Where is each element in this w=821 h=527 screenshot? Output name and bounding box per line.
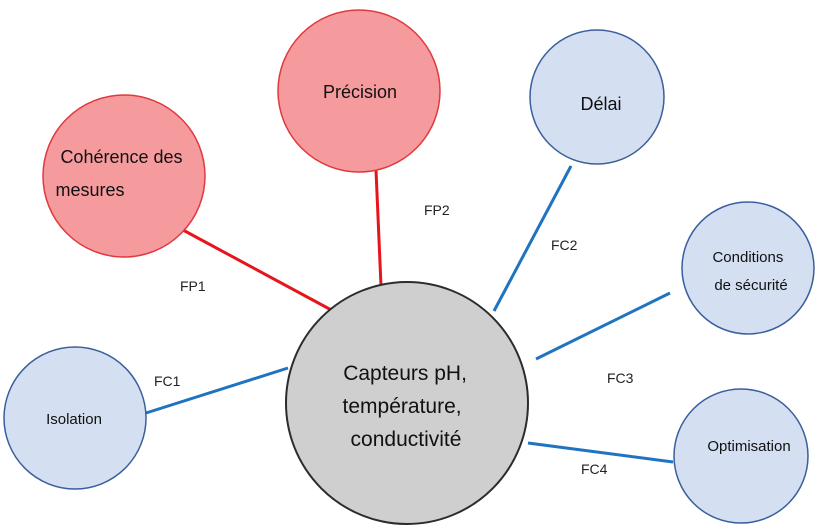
node-coherence-label: Cohérence des mesures <box>55 147 187 200</box>
node-isolation-circle <box>3 346 147 490</box>
edge-fc3-label: FC3 <box>607 370 634 386</box>
edge-fc1-line <box>145 366 289 415</box>
node-precision-label: Précision <box>323 82 397 102</box>
node-conditions-circle <box>681 201 815 335</box>
edge-fp1-line <box>182 228 336 314</box>
edge-fc1-label: FC1 <box>154 373 181 389</box>
node-delai-label: Délai <box>580 94 621 114</box>
node-optimisation-circle <box>673 388 809 524</box>
node-optimisation: Optimisation <box>673 388 809 524</box>
edge-fc3-line <box>535 291 671 361</box>
edge-fp1-label: FP1 <box>180 278 206 294</box>
node-center-circle <box>285 281 529 525</box>
node-isolation: Isolation <box>3 346 147 490</box>
node-center-label-line-1: Capteurs pH, <box>343 362 467 385</box>
node-optimisation-label: Optimisation <box>707 438 790 455</box>
node-conditions-label-line-1: Conditions <box>712 249 783 266</box>
edge-fp2-label: FP2 <box>424 202 450 218</box>
node-center-label-line-3: conductivité <box>351 428 462 451</box>
node-center-label-line-2: température, <box>343 395 462 418</box>
node-optimisation-label-line-1: Optimisation <box>707 438 790 455</box>
node-conditions: Conditions de sécurité <box>681 201 815 335</box>
node-coherence-circle <box>42 94 206 258</box>
node-coherence-label-line-2: mesures <box>55 180 124 200</box>
edge-fc4-label: FC4 <box>581 461 608 477</box>
node-isolation-label: Isolation <box>46 411 102 428</box>
edge-fp2-line <box>374 169 383 287</box>
node-precision: Précision <box>277 9 441 173</box>
node-delai: Délai <box>529 29 665 165</box>
node-conditions-label: Conditions de sécurité <box>712 249 787 294</box>
node-center: Capteurs pH, température, conductivité <box>285 281 529 525</box>
node-precision-circle <box>277 9 441 173</box>
edge-fc4-line <box>527 441 674 464</box>
edge-fc2-label: FC2 <box>551 237 578 253</box>
node-conditions-label-line-2: de sécurité <box>714 277 787 294</box>
edge-fc2-line <box>492 165 573 312</box>
node-isolation-label-line-1: Isolation <box>46 411 102 428</box>
node-coherence-label-line-1: Cohérence des <box>60 147 182 167</box>
node-precision-label-line-1: Précision <box>323 82 397 102</box>
node-delai-label-line-1: Délai <box>580 94 621 114</box>
node-coherence: Cohérence des mesures <box>42 94 206 258</box>
node-delai-circle <box>529 29 665 165</box>
node-center-label: Capteurs pH, température, conductivité <box>343 362 473 451</box>
